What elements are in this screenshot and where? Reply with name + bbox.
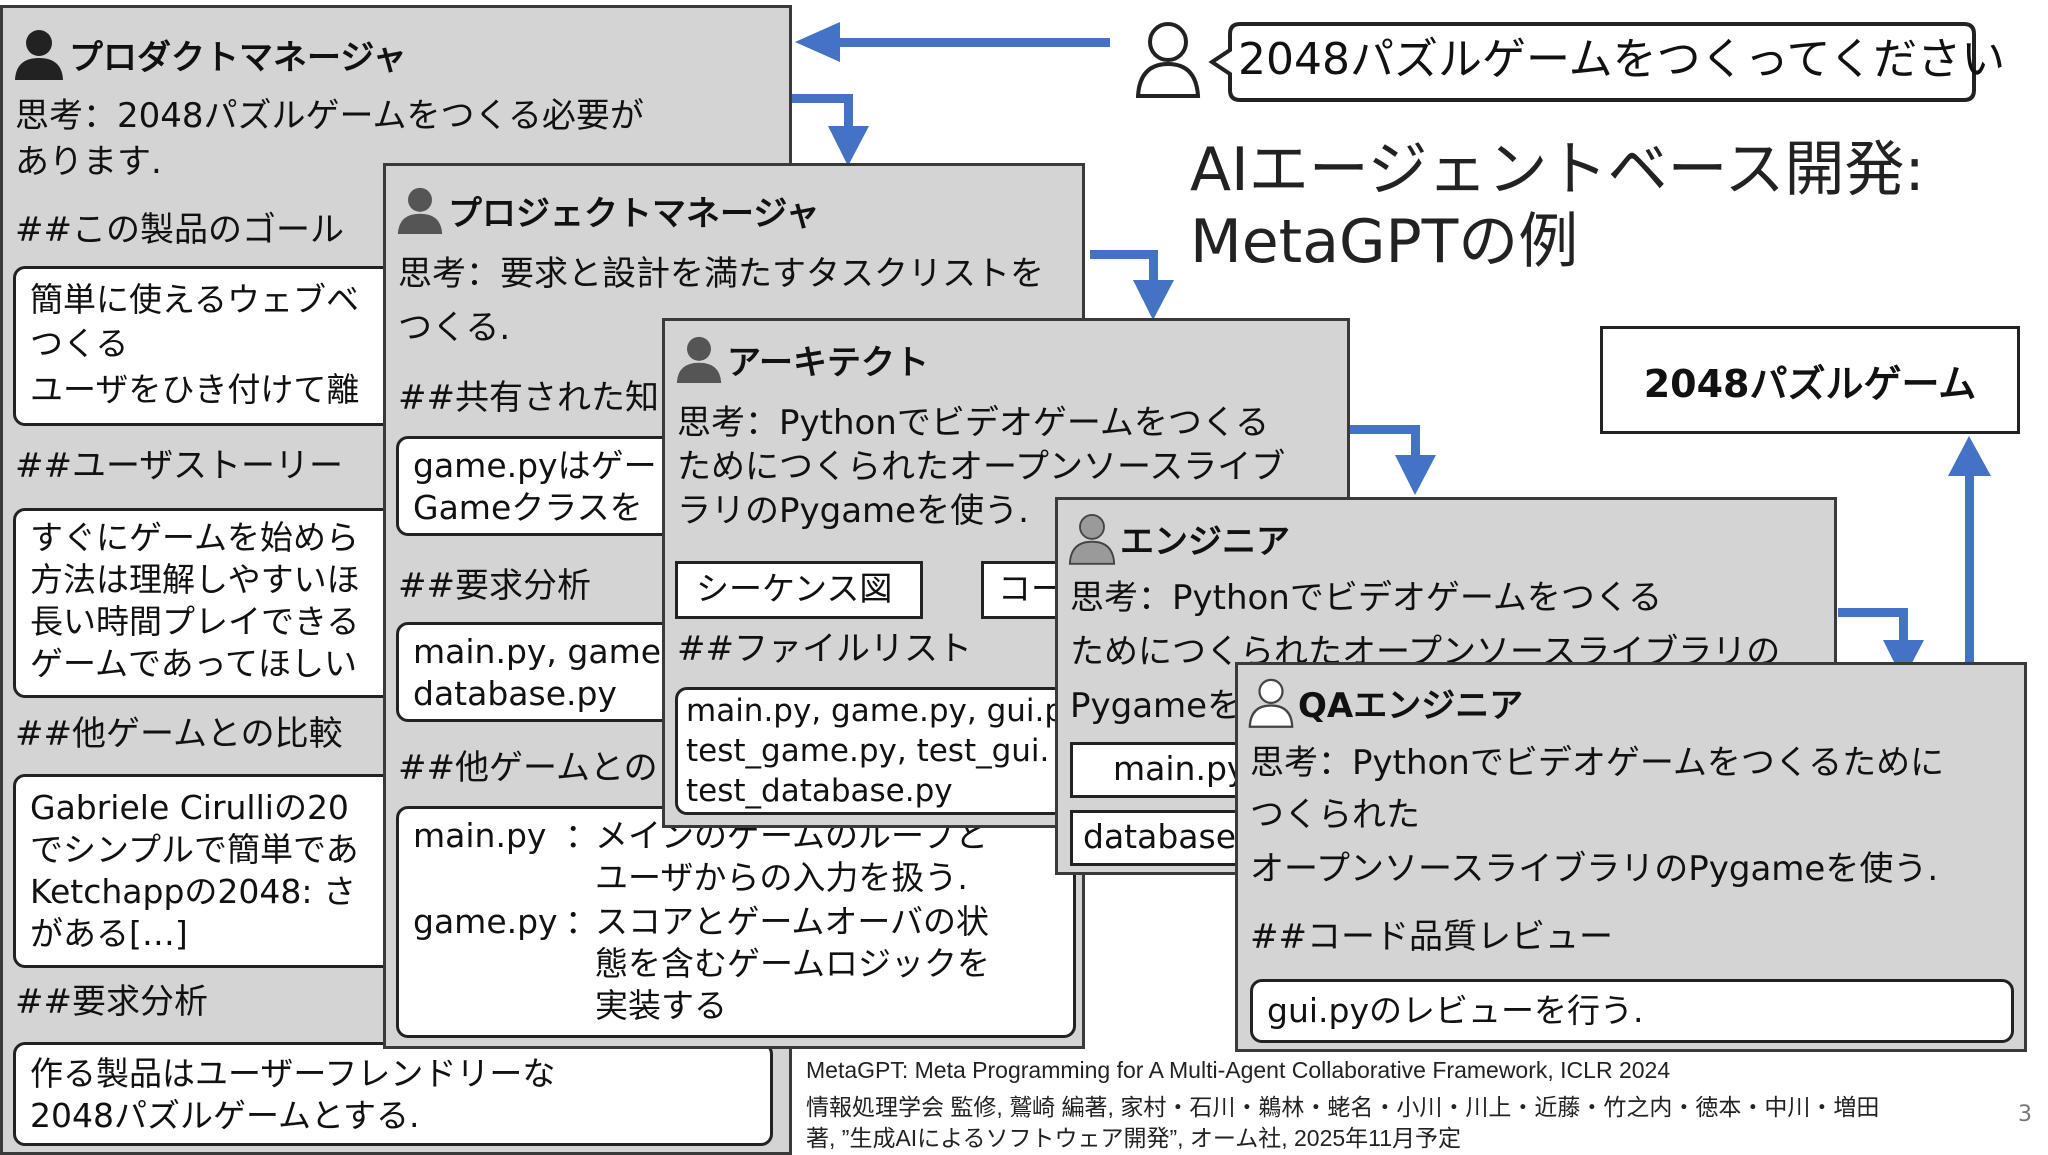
projm-req-line: main.py, game bbox=[413, 632, 662, 671]
projm-req-line: database.py bbox=[413, 674, 617, 713]
pm-heading-req: ##要求分析 bbox=[15, 982, 208, 1022]
output-box: 2048パズルゲーム bbox=[1600, 326, 2020, 434]
file-desc: 態を含むゲームロジックを bbox=[595, 944, 991, 983]
qa-thought-2: つくられた bbox=[1250, 795, 1420, 835]
projm-heading-compare: ##他ゲームとの bbox=[398, 748, 658, 788]
pm-thought-1: 思考：2048パズルゲームをつくる必要が bbox=[15, 96, 644, 136]
code-box-label: コー bbox=[998, 569, 1064, 608]
person-icon bbox=[1248, 678, 1294, 728]
product-manager-role: プロダクトマネージャ bbox=[13, 28, 407, 80]
sequence-diagram-box: シーケンス図 bbox=[675, 561, 923, 619]
role-label: アーキテクト bbox=[727, 342, 929, 383]
pm-story-line: 方法は理解しやすいほ bbox=[30, 560, 360, 599]
projm-heading-req: ##要求分析 bbox=[398, 566, 591, 606]
projm-shared-line: Gameクラスを bbox=[413, 488, 643, 527]
pm-thought-2: あります. bbox=[15, 142, 162, 182]
projm-thought-2: つくる. bbox=[398, 308, 511, 348]
user-icon bbox=[1136, 22, 1201, 98]
qa-thought-1: 思考：Pythonでビデオゲームをつくるために bbox=[1250, 743, 1945, 783]
projm-files-box: main.py ： メインのゲームのループと ユーザからの入力を扱う. game… bbox=[396, 806, 1076, 1038]
pm-req-line: 作る製品はユーザーフレンドリーな bbox=[30, 1054, 556, 1093]
projm-heading-shared: ##共有された知 bbox=[398, 378, 659, 418]
pm-compare-line: でシンプルで簡単であ bbox=[30, 830, 359, 869]
pm-compare-line: Ketchappの2048: さ bbox=[30, 872, 357, 911]
pm-story-line: 長い時間プレイできる bbox=[30, 602, 360, 641]
reference-line-2: 情報処理学会 監修, 鷲崎 編著, 家村・石川・鵜林・蛯名・小川・川上・近藤・竹… bbox=[806, 1094, 1880, 1120]
reference-line-1: MetaGPT: Meta Programming for A Multi-Ag… bbox=[806, 1057, 1671, 1083]
pm-req-box: 作る製品はユーザーフレンドリーな 2048パズルゲームとする. bbox=[13, 1042, 773, 1146]
sequence-diagram-label: シーケンス図 bbox=[696, 569, 893, 608]
output-box-label: 2048パズルゲーム bbox=[1643, 361, 1977, 406]
pm-heading-story: ##ユーザストーリー bbox=[15, 446, 343, 486]
qa-thought-3: オープンソースライブラリのPygameを使う. bbox=[1250, 849, 1939, 889]
pm-story-line: ゲームであってほしい bbox=[30, 644, 358, 683]
role-label: プロダクトマネージャ bbox=[69, 37, 407, 78]
file-sep: ： bbox=[565, 816, 598, 855]
person-icon bbox=[397, 187, 443, 234]
pm-goal-line: 簡単に使えるウェブベ bbox=[30, 280, 360, 319]
speech-bubble bbox=[1208, 22, 1976, 102]
file-name: game.py bbox=[413, 902, 558, 941]
role-label: QAエンジニア bbox=[1298, 685, 1524, 726]
file-desc: スコアとゲームオーバの状 bbox=[595, 902, 990, 941]
qa-engineer-panel: QAエンジニア 思考：Pythonでビデオゲームをつくるために つくられた オー… bbox=[1235, 662, 2027, 1052]
pm-heading-compare: ##他ゲームとの比較 bbox=[15, 714, 343, 754]
file-desc: ユーザからの入力を扱う. bbox=[595, 858, 968, 897]
eng-main-label: main.py bbox=[1113, 749, 1247, 788]
slide-title-line1: AIエージェントベース開発: bbox=[1190, 135, 1925, 205]
person-icon bbox=[676, 336, 722, 383]
qa-review-line: gui.pyのレビューを行う. bbox=[1267, 991, 1644, 1030]
projm-shared-line: game.pyはゲー bbox=[413, 446, 657, 485]
pm-compare-line: がある[…] bbox=[30, 914, 188, 953]
user-request-text: 2048パズルゲームをつくってください bbox=[1238, 34, 2006, 85]
pm-compare-line: Gabriele Cirulliの20 bbox=[30, 788, 349, 827]
eng-thought-1: 思考：Pythonでビデオゲームをつくる bbox=[1070, 578, 1663, 618]
pm-goal-line: ユーザをひき付けて離 bbox=[30, 370, 360, 409]
page-number: 3 bbox=[2018, 1102, 2032, 1127]
eng-database-label: database. bbox=[1083, 817, 1247, 856]
arch-file-line: main.py, game.py, gui.p bbox=[686, 693, 1065, 729]
qa-engineer-role: QAエンジニア bbox=[1248, 675, 1523, 729]
file-name: main.py bbox=[413, 816, 547, 855]
file-desc: 実装する bbox=[595, 986, 727, 1025]
project-manager-role: プロジェクトマネージャ bbox=[396, 184, 820, 236]
engineer-role: エンジニア bbox=[1068, 510, 1290, 566]
arch-file-line: test_game.py, test_gui. bbox=[686, 733, 1050, 769]
qa-review-box: gui.pyのレビューを行う. bbox=[1250, 979, 2014, 1043]
pm-story-line: すぐにゲームを始めら bbox=[30, 518, 360, 557]
person-icon bbox=[15, 30, 63, 80]
reference-line-3: 著, ”生成AIによるソフトウェア開発”, オーム社, 2025年11月予定 bbox=[806, 1125, 1462, 1151]
projm-thought-1: 思考：要求と設計を満たすタスクリストを bbox=[398, 254, 1044, 294]
file-sep: ： bbox=[565, 902, 598, 941]
eng-thought-3: Pygameを bbox=[1070, 686, 1242, 726]
role-label: エンジニア bbox=[1120, 521, 1290, 562]
arch-thought-3: ラリのPygameを使う. bbox=[677, 491, 1029, 531]
arch-file-line: test_database.py bbox=[686, 773, 953, 809]
role-label: プロジェクトマネージャ bbox=[448, 193, 820, 234]
architect-role: アーキテクト bbox=[675, 333, 929, 385]
person-icon bbox=[1068, 514, 1116, 565]
arch-heading-files: ##ファイルリスト bbox=[677, 629, 972, 669]
pm-heading-goal: ##この製品のゴール bbox=[15, 210, 344, 250]
pm-goal-line: つくる bbox=[30, 324, 129, 363]
pm-req-line: 2048パズルゲームとする. bbox=[30, 1096, 420, 1135]
qa-heading-review: ##コード品質レビュー bbox=[1250, 917, 1613, 957]
arch-thought-2: ためにつくられたオープンソースライブ bbox=[677, 447, 1286, 487]
arch-thought-1: 思考：Pythonでビデオゲームをつくる bbox=[677, 403, 1270, 443]
slide-title-line2: MetaGPTの例 bbox=[1190, 207, 1579, 277]
